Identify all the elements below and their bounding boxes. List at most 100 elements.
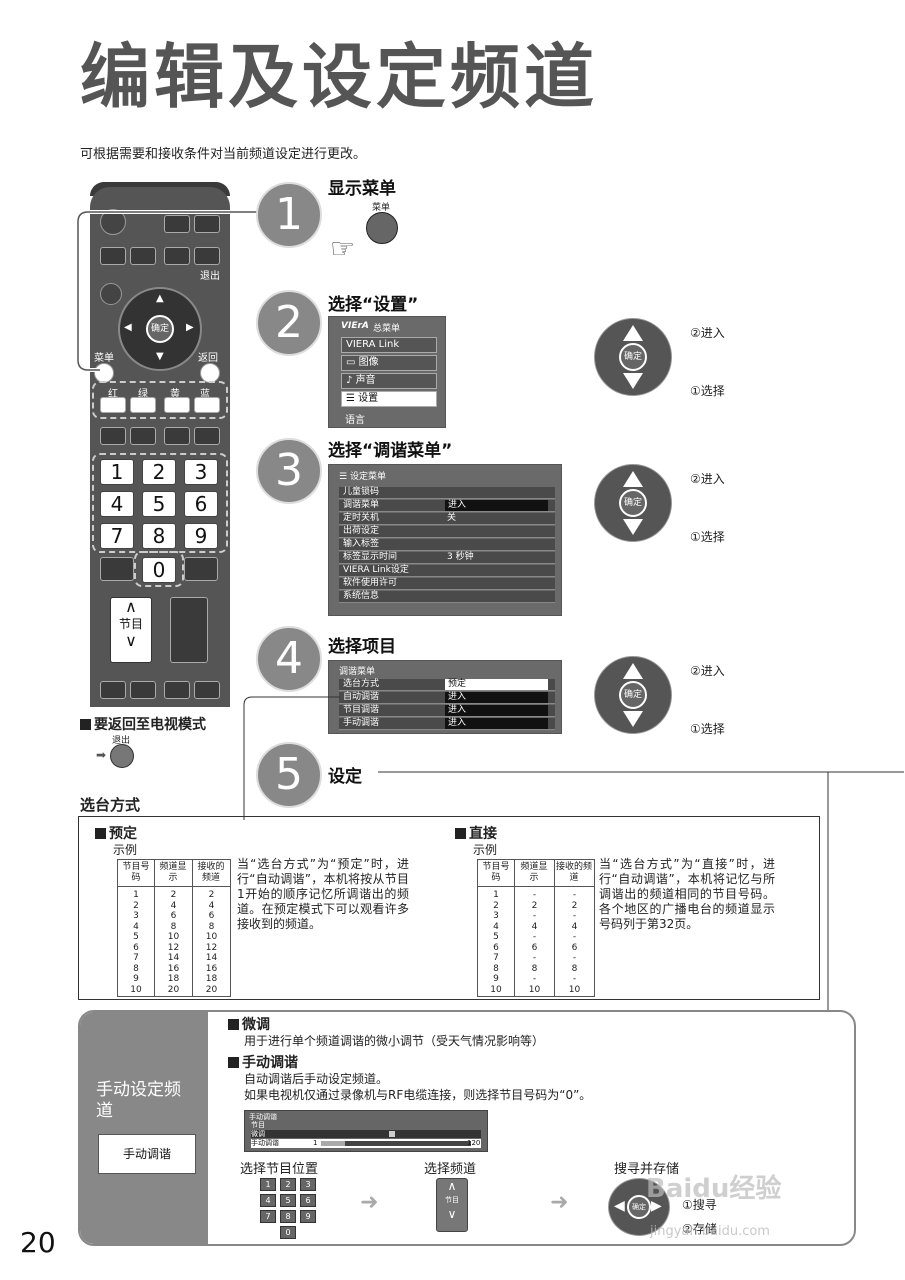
mini-key-9[interactable]: 9 [300, 1210, 316, 1223]
mini-key-0[interactable]: 0 [280, 1226, 296, 1239]
remote-btn-f[interactable] [100, 283, 122, 305]
num-key-3[interactable]: 3 [184, 459, 218, 485]
manual-tuning-button[interactable]: 手动调谐 [98, 1134, 196, 1174]
menu-item-viera-link[interactable]: VIERA Link [341, 337, 437, 353]
mini-key-5[interactable]: 5 [280, 1194, 296, 1207]
num-key-6[interactable]: 6 [184, 491, 218, 517]
mini-key-6[interactable]: 6 [300, 1194, 316, 1207]
remote-btn-o[interactable] [164, 681, 190, 699]
ok-button[interactable]: 确定 [146, 315, 174, 343]
channel-down-icon: ∨ [447, 1207, 457, 1221]
volume-rocker[interactable] [170, 597, 208, 663]
remote-btn-a[interactable] [164, 215, 190, 233]
remote-btn-l[interactable] [184, 557, 218, 581]
fine-tune-text: 用于进行单个频道调谐的微小调节（受天气情况影响等） [244, 1034, 545, 1048]
tuning-row-auto[interactable]: 自动调谐进入 [339, 692, 555, 704]
manual-text-2: 如果电视机仅通过录像机与RF电缆连接，则选择节目号码为“0”。 [244, 1088, 592, 1102]
num-key-8[interactable]: 8 [142, 523, 176, 549]
arrow-right-icon: ➜ [360, 1190, 379, 1215]
tuning-row-mode[interactable]: 选台方式预定 [339, 679, 555, 691]
mini-key-2[interactable]: 2 [280, 1178, 296, 1191]
yellow-button[interactable] [164, 397, 190, 413]
mini-key-4[interactable]: 4 [260, 1194, 276, 1207]
mini-key-8[interactable]: 8 [280, 1210, 296, 1223]
num-key-0[interactable]: 0 [142, 557, 176, 583]
setup-row-input-label[interactable]: 输入标签 [339, 539, 555, 551]
direct-table: 节目号码 频道显示 接收的频道 1 2 3 4 5 6 7 8 9 10 - 2… [477, 859, 595, 997]
setup-row-viera-link[interactable]: VIERA Link设定 [339, 565, 555, 577]
manual-side-title: 手动设定频道 [96, 1080, 181, 1121]
num-key-9[interactable]: 9 [184, 523, 218, 549]
right-arrow-icon: ▶ [651, 1198, 662, 1214]
tuning-menu-title: 调谐菜单 [339, 667, 376, 677]
return-exit-button[interactable] [110, 744, 134, 768]
setup-row-tuning[interactable]: 调谐菜单进入 [339, 500, 555, 512]
blue-button[interactable] [194, 397, 220, 413]
remote-btn-d[interactable] [130, 247, 156, 265]
tuning-row-manual[interactable]: 手动调谐进入 [339, 718, 555, 730]
remote-btn-k[interactable] [100, 557, 134, 581]
num-key-7[interactable]: 7 [100, 523, 134, 549]
step-select-position: 选择节目位置 [240, 1162, 319, 1177]
remote-btn-m[interactable] [100, 681, 126, 699]
red-button[interactable] [100, 397, 126, 413]
mini-key-1[interactable]: 1 [260, 1178, 276, 1191]
osd-fine-tune-row[interactable]: 微调 [251, 1130, 481, 1138]
num-key-2[interactable]: 2 [142, 459, 176, 485]
mini-channel-rocker[interactable]: ∧ 节目 ∨ [436, 1178, 468, 1232]
nav-ok-button[interactable]: 确定 [619, 343, 647, 371]
preset-description: 当“选台方式”为“预定”时，进行“自动调谐”，本机将按从节目1开始的顺序记忆所调… [237, 857, 409, 931]
step-search-store: 搜寻并存储 [614, 1162, 680, 1177]
mini-nav-pad[interactable]: ◀ ▶ 确定 [608, 1178, 670, 1236]
remote-btn-j[interactable] [194, 427, 220, 445]
setup-row-shipping[interactable]: 出荷设定 [339, 526, 555, 538]
num-key-4[interactable]: 4 [100, 491, 134, 517]
setup-row-license[interactable]: 软件使用许可 [339, 578, 555, 590]
picture-icon: ▭ [346, 357, 359, 368]
menu-item-language[interactable]: 语言 [345, 415, 365, 426]
page-subtitle: 可根据需要和接收条件对当前频道设定进行更改。 [80, 147, 367, 162]
menu-item-picture[interactable]: ▭ 图像 [341, 355, 437, 371]
back-label: 返回 [198, 353, 218, 364]
store-label: ②存储 [682, 1222, 717, 1236]
step-1-menu-button[interactable] [366, 212, 398, 244]
num-key-1[interactable]: 1 [100, 459, 134, 485]
remote-btn-p[interactable] [194, 681, 220, 699]
remote-btn-g[interactable] [100, 427, 126, 445]
num-key-5[interactable]: 5 [142, 491, 176, 517]
remote-btn-h[interactable] [130, 427, 156, 445]
nav-ok-button[interactable]: 确定 [619, 489, 647, 517]
nav-pad-1[interactable]: 确定 [594, 318, 672, 396]
arrow-right-icon: ➜ [550, 1190, 569, 1215]
remote-btn-i[interactable] [164, 427, 190, 445]
right-arrow-icon: ▶ [186, 322, 194, 333]
channel-rocker[interactable]: ∧ 节目 ∨ [110, 597, 152, 663]
page-title: 编辑及设定频道 [80, 36, 598, 118]
setup-row-child-lock[interactable]: 儿童锁码 [339, 487, 555, 499]
dpad[interactable]: ▲ ▼ ◀ ▶ 确定 [118, 287, 202, 371]
menu-item-setup[interactable]: ☰ 设置 [341, 391, 437, 407]
mini-ok-button[interactable]: 确定 [627, 1195, 651, 1219]
tuning-row-program[interactable]: 节目调谐进入 [339, 705, 555, 717]
nav-pad-2[interactable]: 确定 [594, 464, 672, 542]
remote-btn-n[interactable] [130, 681, 156, 699]
exit-button[interactable] [194, 247, 220, 265]
nav-pad-3[interactable]: 确定 [594, 656, 672, 734]
nav-ok-button[interactable]: 确定 [619, 681, 647, 709]
setup-row-system-info[interactable]: 系统信息 [339, 591, 555, 603]
remote-btn-b[interactable] [194, 215, 220, 233]
up-arrow-icon [623, 663, 643, 679]
remote-btn-e[interactable] [164, 247, 190, 265]
setup-row-off-timer[interactable]: 定时关机关 [339, 513, 555, 525]
step-4-circle: 4 [256, 626, 322, 692]
viera-main-menu: VIErA 总菜单 VIERA Link ▭ 图像 ♪ 声音 ☰ 设置 语言 [328, 316, 446, 428]
green-button[interactable] [130, 397, 156, 413]
menu-callout-line [76, 210, 260, 372]
remote-btn-c[interactable] [100, 247, 126, 265]
mini-key-7[interactable]: 7 [260, 1210, 276, 1223]
mini-key-3[interactable]: 3 [300, 1178, 316, 1191]
nav-enter-label: ②进入 [690, 472, 725, 486]
osd-manual-row[interactable]: 手动调谐 1 120 [251, 1139, 481, 1148]
menu-item-sound[interactable]: ♪ 声音 [341, 373, 437, 389]
